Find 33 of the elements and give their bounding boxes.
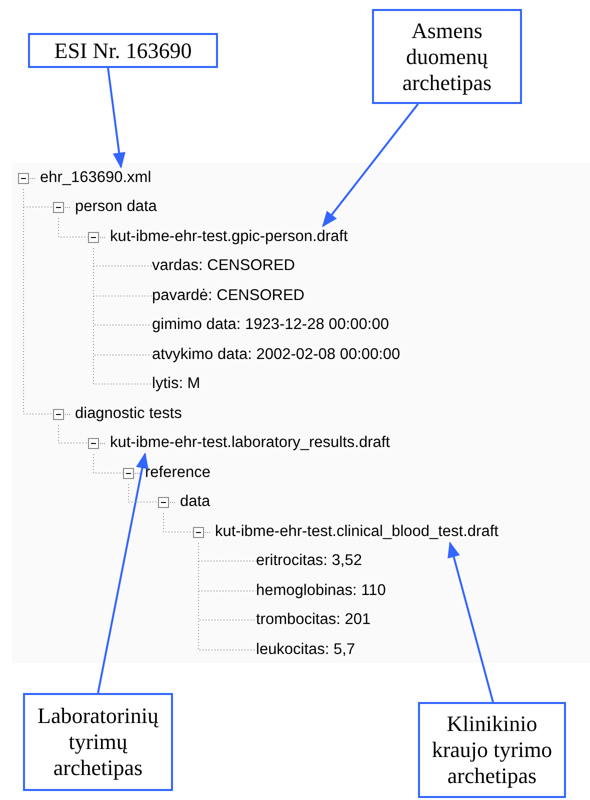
tree-item-label: pavardė: CENSORED [152, 287, 304, 305]
callout-arrow [322, 103, 419, 228]
tree-item-label: person data [75, 198, 157, 216]
tree-item-label: reference [145, 464, 210, 482]
tree-connector [23, 188, 54, 414]
tree-item-label: hemoglobinas: 110 [256, 582, 386, 600]
tree-item-label: lytis: M [152, 375, 200, 393]
callout-box: ESI Nr. 163690 [28, 33, 218, 68]
tree-item-label: data [180, 493, 210, 511]
callout-box: Laboratorinių tyrimų archetipas [23, 693, 173, 791]
tree-item-label: atvykimo data: 2002-02-08 00:00:00 [152, 346, 400, 364]
tree-item-label: kut-ibme-ehr-test.gpic-person.draft [110, 228, 348, 246]
tree-connector [163, 512, 194, 532]
tree-item-label: ehr_163690.xml [40, 169, 152, 187]
tree-item-label: eritrocitas: 3,52 [256, 552, 362, 570]
callout-arrow [107, 68, 126, 169]
tree-connector [93, 454, 124, 474]
tree-connector [58, 424, 88, 444]
tree-item-label: vardas: CENSORED [152, 257, 295, 275]
tree-item-label: gimimo data: 1923-12-28 00:00:00 [152, 316, 389, 334]
tree-connector [93, 248, 152, 384]
callout-box: Klinikinio kraujo tyrimo archetipas [418, 702, 566, 798]
callout-arrow [97, 452, 148, 694]
tree-item-label: kut-ibme-ehr-test.clinical_blood_test.draft [215, 523, 498, 541]
tree-item-label: leukocitas: 5,7 [256, 641, 356, 659]
tree-item-label: trombocitas: 201 [256, 611, 371, 629]
callout-arrow [448, 541, 494, 702]
tree-connector [128, 484, 158, 502]
callout-box: Asmens duomenų archetipas [372, 9, 522, 104]
tree-connector [58, 218, 88, 238]
tree-connector [198, 542, 256, 650]
tree-item-label: kut-ibme-ehr-test.laboratory_results.draft [110, 434, 390, 452]
tree-item-label: diagnostic tests [75, 405, 182, 423]
